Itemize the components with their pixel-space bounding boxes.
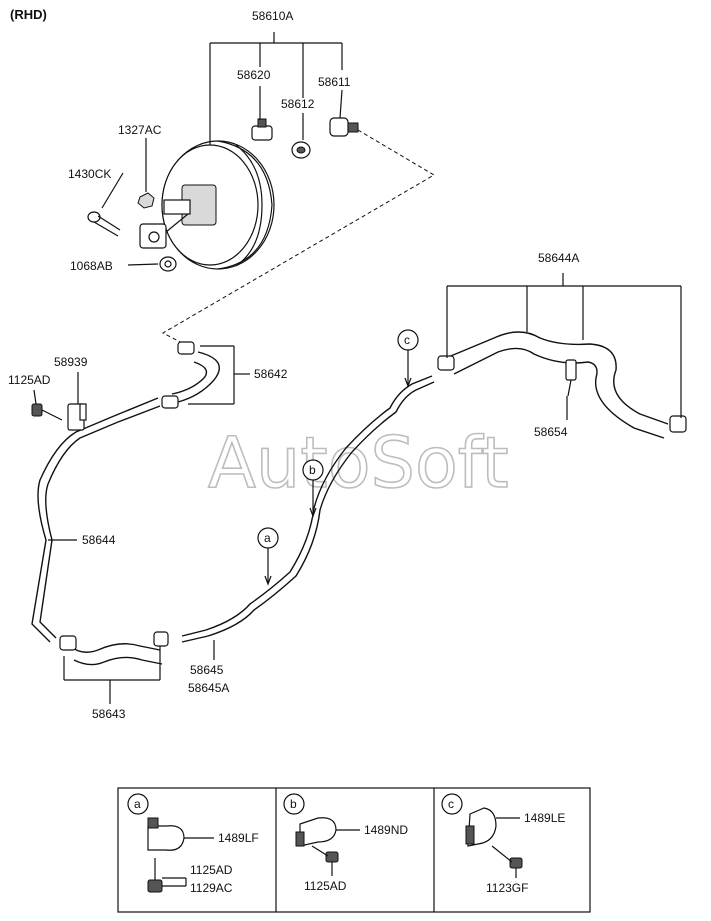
detail-c-label-1: 1489LE	[524, 811, 565, 825]
detail-panel	[117, 787, 591, 913]
detail-a-label-3: 1129AC	[190, 881, 233, 895]
label-58610A: 58610A	[252, 9, 293, 23]
valve-58611	[329, 117, 359, 137]
marker-c-text: c	[404, 333, 410, 347]
detail-box-c: c 1489LE 1123GF	[441, 793, 565, 895]
marker-a-text: a	[264, 531, 271, 545]
detail-box-a: a 1489LF 1125AD 1129AC	[127, 793, 259, 895]
label-1125AD: 1125AD	[8, 373, 51, 387]
detail-box-b: b 1489ND 1125AD	[283, 793, 408, 893]
detail-b-label-2: 1125AD	[304, 879, 347, 893]
marker-b: b	[302, 459, 324, 518]
label-1430CK: 1430CK	[68, 167, 111, 181]
label-58644: 58644	[82, 533, 116, 547]
marker-a: a	[257, 527, 279, 586]
label-58611: 58611	[318, 75, 351, 89]
label-58620: 58620	[237, 68, 271, 82]
rhd-label: (RHD)	[10, 7, 47, 22]
label-1068AB: 1068AB	[70, 259, 113, 273]
detail-b-marker: b	[290, 797, 297, 811]
hose-58642	[161, 341, 250, 409]
label-58644A: 58644A	[538, 251, 579, 265]
label-58645A: 58645A	[188, 681, 229, 695]
hose-58644A	[437, 273, 687, 439]
grommet-58612	[291, 141, 311, 159]
detail-a-label-1: 1489LF	[218, 831, 259, 845]
brake-booster	[139, 140, 275, 270]
hose-58644	[31, 397, 161, 643]
pin-1430CK	[87, 211, 121, 237]
label-58645: 58645	[190, 663, 224, 677]
marker-c: c	[397, 329, 419, 388]
detail-c-label-2: 1123GF	[486, 881, 528, 895]
label-58939: 58939	[54, 355, 88, 369]
detail-a-label-2: 1125AD	[190, 863, 233, 877]
label-58612: 58612	[281, 97, 315, 111]
pipe-58645	[181, 375, 435, 660]
nut-1327AC	[137, 192, 155, 209]
label-58643: 58643	[92, 707, 126, 721]
bolt-1125AD	[31, 389, 63, 421]
check-valve-58620	[251, 118, 273, 141]
clip-58654	[565, 359, 577, 420]
washer-1068AB	[159, 256, 177, 272]
label-1327AC: 1327AC	[118, 123, 162, 137]
detail-a-marker: a	[134, 797, 141, 811]
detail-c-marker: c	[448, 797, 454, 811]
booster-callout-lines	[101, 32, 343, 266]
marker-b-text: b	[309, 463, 316, 477]
label-58654: 58654	[534, 425, 568, 439]
detail-b-label-1: 1489ND	[364, 823, 408, 837]
bracket-58939	[67, 372, 87, 431]
label-58642: 58642	[254, 367, 288, 381]
dashed-connection	[161, 129, 435, 345]
hose-58643	[59, 631, 169, 704]
